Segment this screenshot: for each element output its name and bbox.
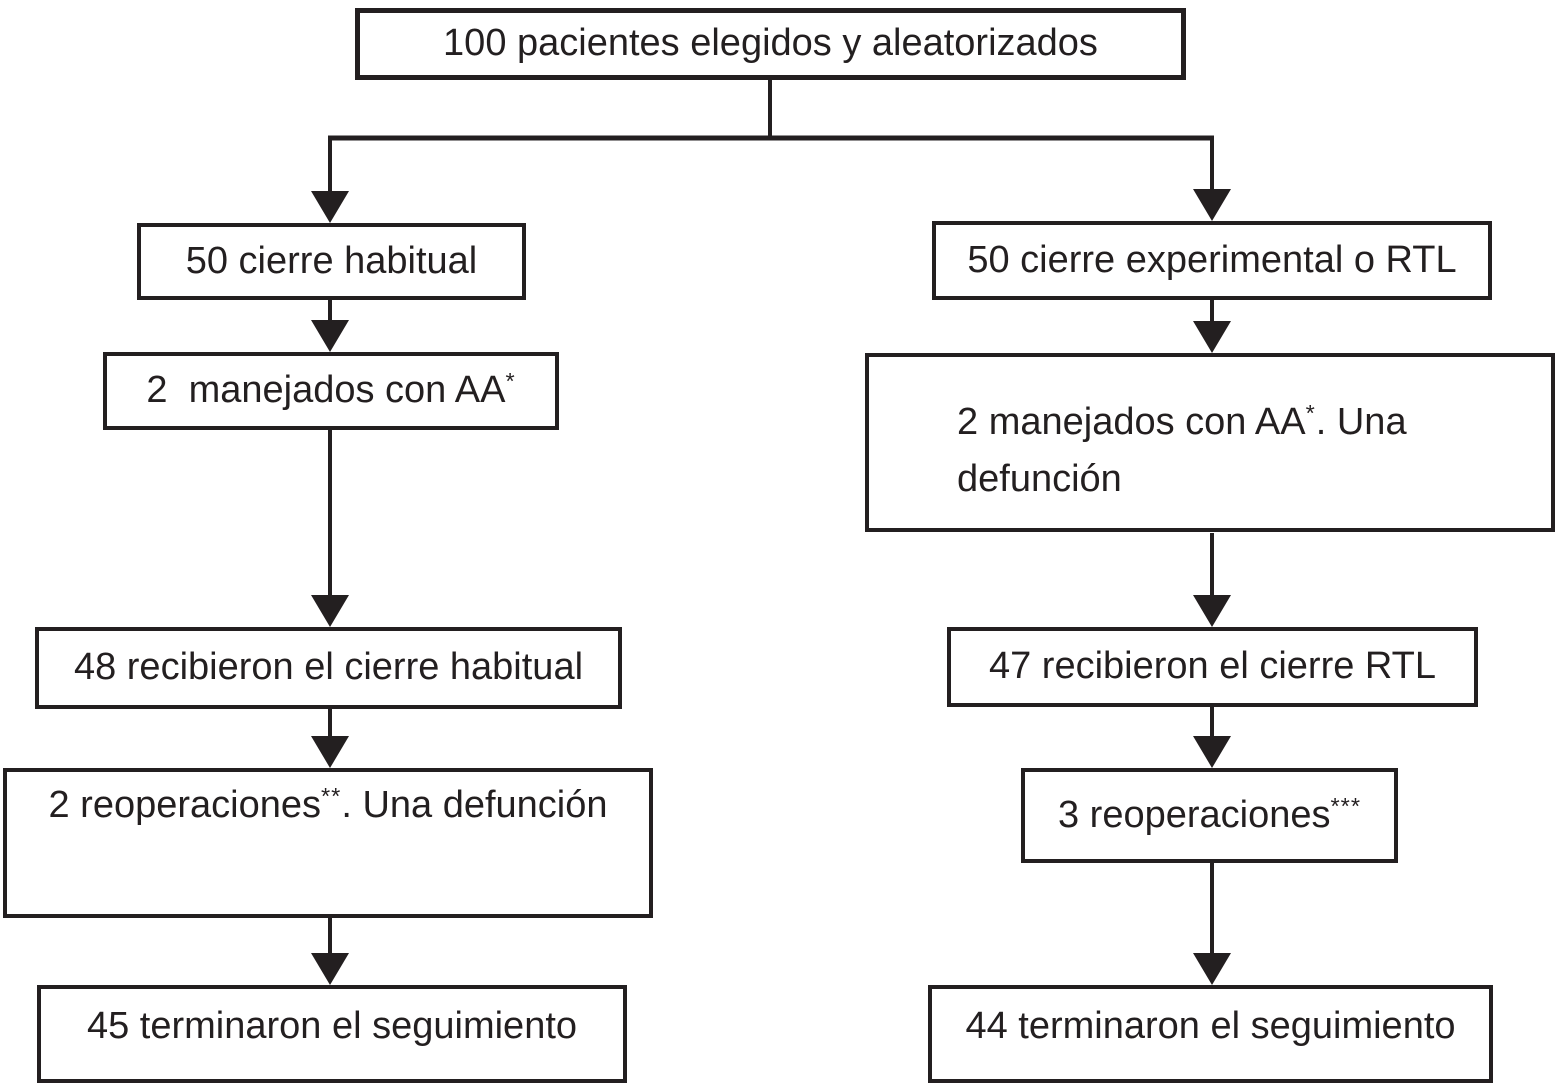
arrowhead-left-reop-to-followup-icon bbox=[311, 953, 349, 985]
node-left-followup-label: 45 terminaron el seguimiento bbox=[86, 1005, 578, 1048]
node-right-received-label: 47 recibieron el cierre RTL bbox=[988, 645, 1437, 688]
node-left-aa: 2 manejados con AA* bbox=[103, 352, 559, 430]
node-right-aa-line1: 2 manejados con AA*. Una bbox=[957, 394, 1407, 451]
arrowhead-right-received-to-reop-icon bbox=[1193, 736, 1231, 768]
node-left-aa-label: 2 manejados con AA* bbox=[146, 367, 515, 415]
node-left-allocation-label: 50 cierre habitual bbox=[185, 239, 478, 282]
node-right-allocation-label: 50 cierre experimental o RTL bbox=[967, 238, 1457, 281]
arrowhead-right-allocation-to-aa-icon bbox=[1193, 321, 1231, 353]
node-right-aa: 2 manejados con AA*. Una defunción bbox=[865, 353, 1555, 532]
node-left-aa-text: 2 manejados con AA bbox=[146, 369, 506, 412]
node-right-followup: 44 terminaron el seguimiento bbox=[928, 985, 1493, 1083]
node-total-randomized-label: 100 pacientes elegidos y aleatorizados bbox=[443, 22, 1098, 65]
node-right-received: 47 recibieron el cierre RTL bbox=[947, 627, 1478, 707]
arrowhead-left-allocation-to-aa-icon bbox=[311, 320, 349, 352]
node-left-allocation: 50 cierre habitual bbox=[137, 223, 526, 300]
arrowhead-right-reop-to-followup-icon bbox=[1193, 953, 1231, 985]
node-right-allocation: 50 cierre experimental o RTL bbox=[932, 221, 1492, 300]
node-right-aa-asterisk: * bbox=[1305, 399, 1316, 426]
node-right-reoperations-asterisks: *** bbox=[1330, 792, 1361, 819]
arrowhead-to-right-allocation-icon bbox=[1193, 189, 1231, 221]
node-left-reoperations-suffix: . Una defunción bbox=[341, 784, 608, 826]
node-right-followup-label: 44 terminaron el seguimiento bbox=[965, 1005, 1456, 1048]
arrowhead-right-aa-to-received-icon bbox=[1193, 595, 1231, 627]
node-left-followup: 45 terminaron el seguimiento bbox=[37, 985, 627, 1083]
node-right-reoperations: 3 reoperaciones*** bbox=[1021, 768, 1398, 863]
arrowhead-to-left-allocation-icon bbox=[311, 191, 349, 223]
node-left-received-label: 48 recibieron el cierre habitual bbox=[73, 646, 584, 689]
node-left-reoperations-text: 2 reoperaciones bbox=[48, 784, 321, 826]
node-right-aa-text: 2 manejados con AA bbox=[957, 400, 1306, 443]
node-right-reoperations-label: 3 reoperaciones*** bbox=[1058, 792, 1361, 840]
node-right-reoperations-text: 3 reoperaciones bbox=[1057, 793, 1331, 836]
node-left-aa-asterisk: * bbox=[505, 368, 516, 395]
node-total-randomized: 100 pacientes elegidos y aleatorizados bbox=[355, 8, 1186, 80]
node-left-received: 48 recibieron el cierre habitual bbox=[35, 627, 622, 709]
node-left-reoperations-asterisks: ** bbox=[321, 783, 342, 810]
node-right-aa-label: 2 manejados con AA*. Una defunción bbox=[957, 394, 1407, 508]
arrowhead-left-aa-to-received-icon bbox=[311, 595, 349, 627]
node-right-aa-line2: defunción bbox=[957, 457, 1122, 500]
node-right-aa-suffix: . Una bbox=[1315, 400, 1407, 443]
node-left-reoperations: 2 reoperaciones**. Una defunción bbox=[3, 768, 653, 918]
arrowhead-left-received-to-reop-icon bbox=[311, 736, 349, 768]
node-left-reoperations-label: 2 reoperaciones**. Una defunción bbox=[48, 782, 607, 830]
